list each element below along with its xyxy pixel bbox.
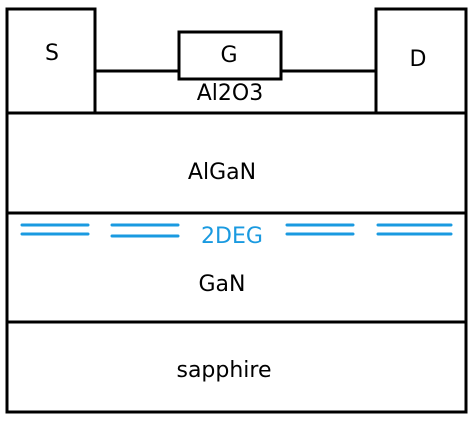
- gate-contact: G: [177, 30, 283, 81]
- channel-lines: [20, 223, 453, 238]
- oxide-label: Al2O3: [197, 81, 263, 106]
- buffer-label: GaN: [199, 272, 246, 297]
- channel-label: 2DEG: [201, 224, 263, 249]
- gate-box: [177, 30, 283, 81]
- drain-box: [374, 7, 468, 115]
- barrier-layer: AlGaN: [5, 111, 468, 215]
- substrate-label: sapphire: [176, 358, 271, 383]
- source-label: S: [45, 41, 59, 66]
- source-box: [5, 7, 97, 115]
- gate-label: G: [220, 43, 237, 68]
- drain-label: D: [410, 47, 427, 72]
- substrate-layer: sapphire: [5, 320, 468, 414]
- barrier-label: AlGaN: [188, 160, 256, 185]
- drain-contact: D: [374, 7, 468, 115]
- source-contact: S: [5, 7, 97, 115]
